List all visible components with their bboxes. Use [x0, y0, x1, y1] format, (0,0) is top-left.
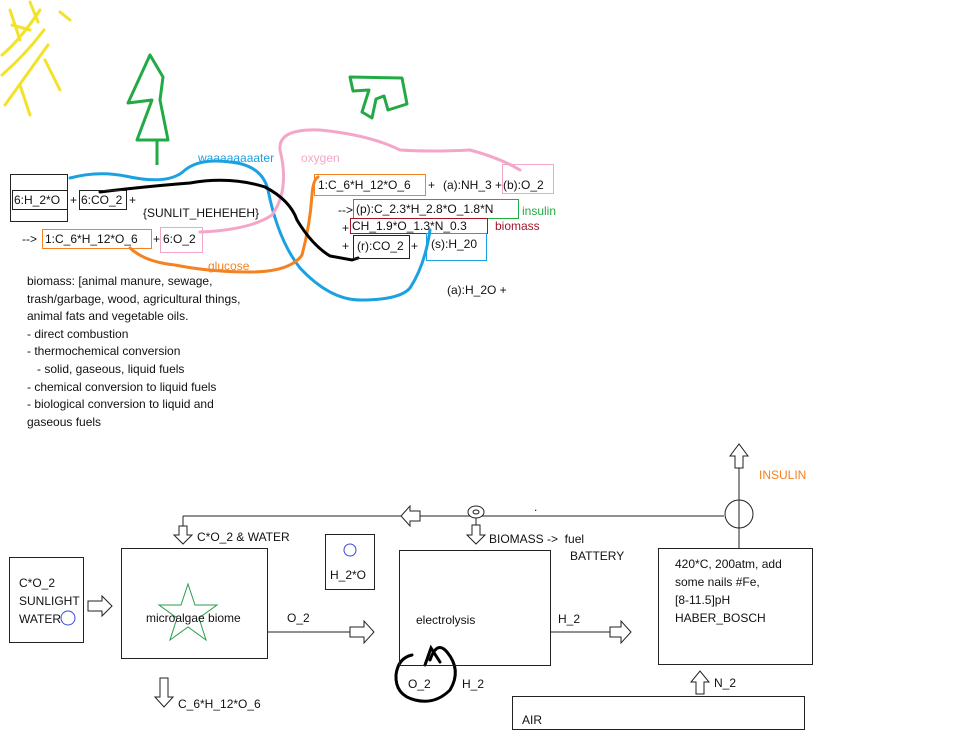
input-sunlight: SUNLIGHT: [19, 594, 80, 608]
r2-plus-1: +: [428, 178, 436, 192]
arrow-up-insulin: [729, 443, 749, 469]
reactant-water-inner-box: [12, 190, 68, 210]
r2-co2-box: [353, 235, 410, 259]
reactant-co2-box: [79, 190, 127, 210]
water-curve: [68, 159, 432, 302]
h2o-circle-icon: [343, 543, 357, 557]
water-label: waaaaaaaater: [198, 151, 275, 165]
arrow-down-co2: [172, 525, 194, 545]
haber-line-2: some nails #Fe,: [675, 575, 760, 589]
note-line: - solid, gaseous, liquid fuels: [27, 361, 185, 376]
r2-plus-2: +: [495, 178, 503, 192]
r2-biomass-formula: CH_1.9*O_1.3*N_0.3: [352, 219, 467, 233]
sunlit-label: {SUNLIT_HEHEHEH}: [143, 206, 260, 220]
note-line: gaseous fuels: [27, 414, 102, 429]
arrow-down-glucose: [153, 677, 175, 708]
electrolysis-label: electrolysis: [416, 613, 476, 627]
oxygen-label: oxygen: [301, 151, 340, 165]
haber-bosch-box: [658, 548, 813, 665]
plus-2: +: [129, 193, 137, 207]
biomass-fuel-label: BIOMASS -> fuel: [489, 532, 585, 546]
green-sketch: [348, 75, 409, 120]
plus-3: +: [153, 232, 161, 246]
h2-label: H_2: [558, 612, 581, 626]
microalgae-biome-box: [121, 548, 268, 659]
insulin-label: insulin: [522, 204, 557, 218]
r2-h2o-box: [426, 233, 487, 261]
air-label: AIR: [522, 713, 543, 727]
biomass-notes: biomass: [animal manure, sewage, trash/g…: [27, 273, 287, 431]
h2o-box-label: H_2*O: [330, 568, 367, 582]
arrow-left-top: [400, 504, 421, 528]
plus-1: +: [70, 193, 78, 207]
arrow-right-h2: [609, 619, 632, 645]
product-oxygen: 6:O_2: [163, 232, 196, 246]
r2-oxygen-box: [502, 164, 554, 194]
note-line: animal fats and vegetable oils.: [27, 309, 189, 324]
hollow-arrows: [87, 443, 749, 708]
loop-arrow-sketch: [394, 646, 457, 703]
haber-line-3: [8-11.5]pH: [675, 593, 731, 607]
insulin-output-label: INSULIN: [759, 468, 807, 482]
dot-mark: .: [534, 500, 538, 514]
arrow-right-input: [87, 594, 113, 618]
product-glucose: 1:C_6*H_12*O_6: [45, 232, 138, 246]
note-line: trash/garbage, wood, agricultural things…: [27, 291, 241, 306]
r2-plus-5: +: [411, 239, 419, 253]
r2-oxygen: (b):O_2: [503, 178, 544, 192]
r2-biomass-box: [350, 218, 488, 234]
aq-water-label: (a):H_2O +: [447, 283, 507, 297]
r2-arrow: -->: [338, 203, 353, 217]
biome-label: microalgae biome: [146, 611, 241, 625]
reactant-co2: 6:CO_2: [81, 193, 123, 207]
biomass-label: biomass: [495, 219, 540, 233]
input-water: WATER: [19, 612, 61, 626]
glucose-label: glucose: [208, 259, 250, 273]
electrolysis-box: [399, 550, 551, 666]
haber-line-4: HABER_BOSCH: [675, 611, 766, 625]
glucose-output-label: C_6*H_12*O_6: [178, 697, 261, 711]
note-line: - thermochemical conversion: [27, 344, 181, 359]
arrow-down-biomass: [465, 524, 487, 545]
battery-label: BATTERY: [570, 549, 625, 563]
r2-plus-4: +: [342, 239, 350, 253]
black-curve: [98, 178, 360, 262]
note-line: - chemical conversion to liquid fuels: [27, 379, 217, 394]
product-oxygen-box: [160, 227, 203, 253]
n2-label: N_2: [714, 676, 737, 690]
note-line: - direct combustion: [27, 326, 129, 341]
sun-sketch: [0, 0, 72, 117]
r2-h2o: (s):H_20: [431, 237, 478, 251]
arrow-right-o2: [349, 619, 375, 645]
valve-icon: [467, 505, 485, 519]
water-circle-icon: [60, 610, 76, 626]
h2o-box: [325, 534, 375, 590]
input-co2: C*O_2: [19, 576, 56, 590]
r2-glucose: 1:C_6*H_12*O_6: [318, 178, 411, 192]
r2-plus-3: +: [342, 221, 350, 235]
o2-bottom-label: O_2: [408, 677, 431, 691]
r2-co2: (r):CO_2: [357, 239, 404, 253]
glucose-curve: [128, 175, 320, 274]
tree-sketch: [126, 53, 170, 165]
note-line: biomass: [animal manure, sewage,: [27, 274, 213, 288]
oxygen-curve: [198, 128, 522, 234]
star-icon: [157, 582, 219, 642]
r2-glucose-box: [314, 174, 426, 196]
reactant-water: 6:H_2*O: [14, 193, 61, 207]
product-glucose-box: [42, 229, 152, 249]
input-box: [9, 557, 84, 643]
arrow-up-n2: [689, 670, 711, 695]
r2-ammonia: (a):NH_3: [443, 178, 492, 192]
air-box: [512, 696, 805, 730]
r2-insulin-formula: (p):C_2.3*H_2.8*O_1.8*N: [356, 202, 494, 216]
note-line: - biological conversion to liquid and: [27, 397, 214, 412]
co2-water-label: C*O_2 & WATER: [197, 530, 290, 544]
h2-bottom-label: H_2: [462, 677, 485, 691]
o2-label: O_2: [287, 611, 310, 625]
arrow-1: -->: [22, 232, 37, 246]
haber-line-1: 420*C, 200atm, add: [675, 557, 782, 571]
